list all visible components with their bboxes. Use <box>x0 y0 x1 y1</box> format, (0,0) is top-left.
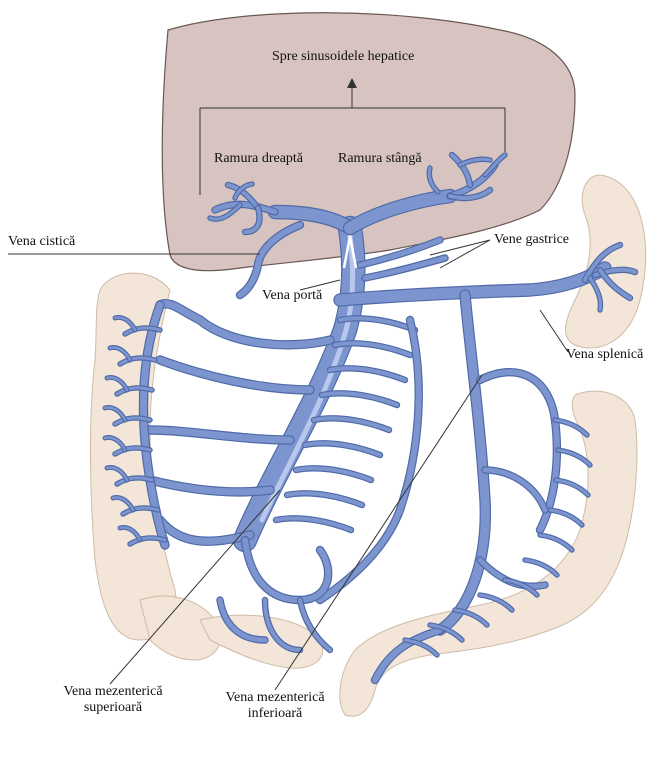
pointer-gastric-b <box>440 240 490 268</box>
label-superior-mesenteric-line2: superioară <box>48 700 178 716</box>
label-cystic-vein: Vena cistică <box>8 234 75 250</box>
label-superior-mesenteric: Vena mezenterică superioară <box>48 684 178 716</box>
label-splenic-vein: Vena splenică <box>566 347 643 363</box>
inferior-mesenteric-vein <box>440 295 485 630</box>
label-gastric-veins: Vene gastrice <box>494 232 569 248</box>
pointer-splenic-vein <box>540 310 568 352</box>
label-superior-mesenteric-line1: Vena mezenterică <box>48 684 178 700</box>
ileal-loop-a-outline <box>245 540 328 600</box>
sm-arcade-1 <box>160 304 330 345</box>
label-portal-vein: Vena portă <box>262 288 322 304</box>
label-inferior-mesenteric-line1: Vena mezenterică <box>210 690 340 706</box>
label-inferior-mesenteric: Vena mezenterică inferioară <box>210 690 340 722</box>
label-left-branch: Ramura stângă <box>338 151 422 167</box>
label-sinusoids: Spre sinusoidele hepatice <box>272 49 414 65</box>
label-right-branch: Ramura dreaptă <box>214 151 303 167</box>
label-inferior-mesenteric-line2: inferioară <box>210 706 340 722</box>
